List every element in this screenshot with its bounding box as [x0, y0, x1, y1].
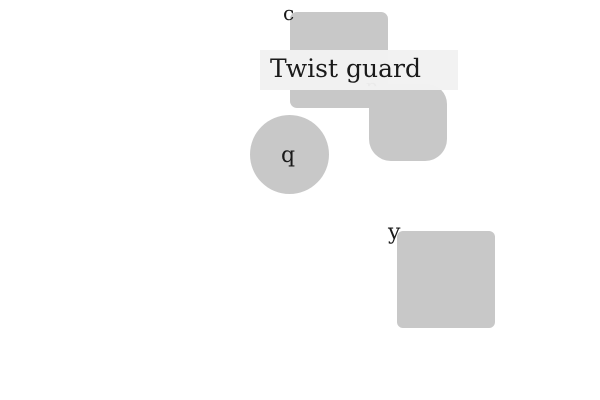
tooltip-text: Twist guard	[270, 54, 421, 83]
node-q-label: q	[281, 143, 296, 168]
node-q-circle[interactable]	[250, 115, 329, 194]
node-y-box[interactable]	[397, 231, 495, 328]
node-y-label: y	[388, 220, 401, 245]
hover-tooltip: Twist guard	[260, 50, 458, 90]
node-partial-box[interactable]	[369, 84, 447, 161]
node-c-label: c	[283, 1, 295, 25]
